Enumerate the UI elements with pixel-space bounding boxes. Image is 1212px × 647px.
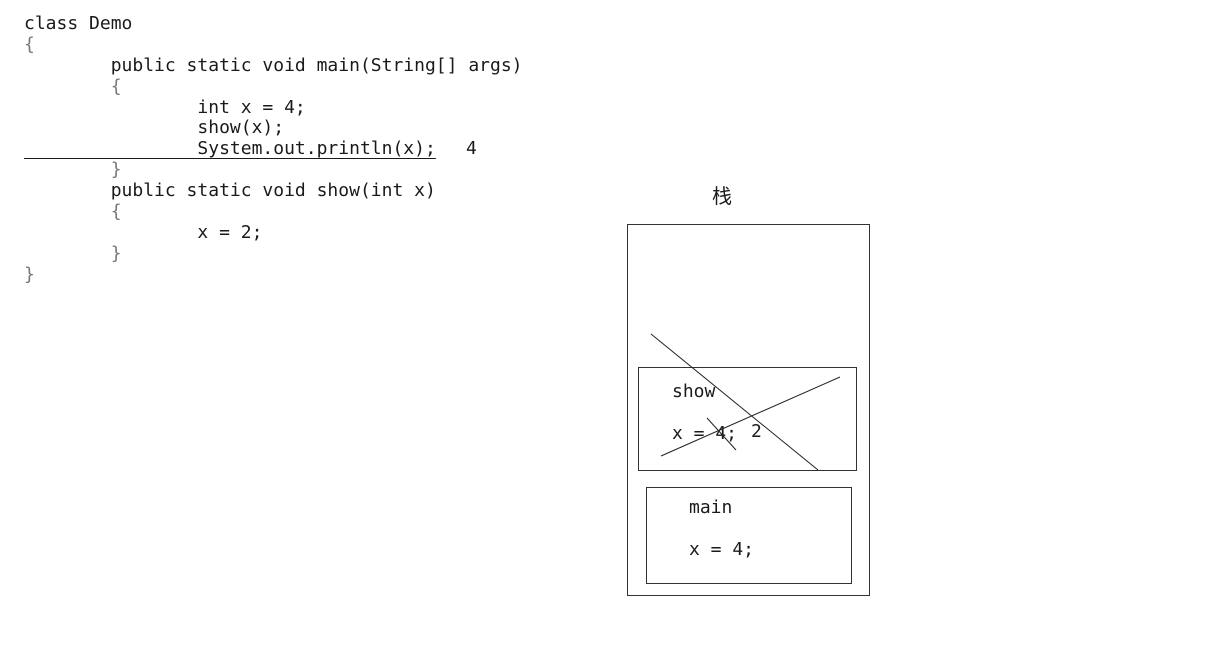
code-line: public static void show(int x) [24, 180, 436, 202]
code-line: x = 2; [24, 221, 263, 243]
main-frame-name: main [689, 497, 733, 518]
code-block: class Demo { public static void main(Str… [24, 13, 523, 286]
code-line: } [24, 159, 122, 181]
stack-box [627, 224, 870, 596]
show-frame-var: x = 4; [672, 423, 738, 444]
code-line: } [24, 263, 35, 285]
stack-title: 栈 [712, 184, 732, 208]
code-line: public static void main(String[] args) [24, 54, 523, 76]
main-frame [646, 487, 852, 584]
main-frame-var: x = 4; [689, 539, 755, 560]
output-value: 4 [466, 138, 477, 159]
code-line-println: System.out.println(x); [24, 138, 436, 160]
show-frame-name: show [672, 381, 716, 402]
code-line: } [24, 242, 122, 264]
show-frame-new-value: 2 [751, 421, 762, 442]
code-line: { [24, 201, 122, 223]
code-line: { [24, 75, 122, 97]
code-line: class Demo [24, 13, 133, 34]
code-line: show(x); [24, 117, 285, 139]
code-line: int x = 4; [24, 96, 306, 118]
code-line: { [24, 33, 35, 55]
show-frame [638, 367, 857, 471]
